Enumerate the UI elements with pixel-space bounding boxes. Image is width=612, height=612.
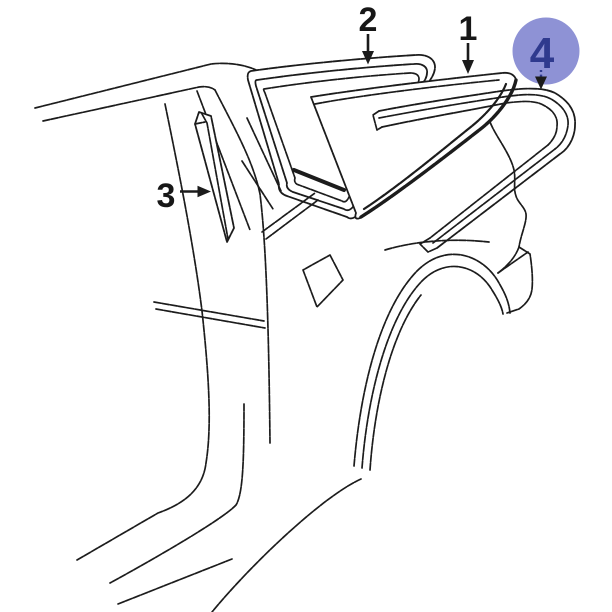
part-3-pillar-trim-drawing[interactable] — [194, 111, 235, 243]
roof-drip-line-upper — [34, 62, 257, 109]
wheel-arch-flange — [369, 294, 422, 471]
trim-ridge-line — [201, 113, 229, 240]
weatherstrip-upper-leg-mid — [378, 96, 504, 119]
callout-3-arrow-right-icon — [180, 185, 211, 198]
glass-top-inner-line — [314, 79, 500, 105]
channel-shadow-band — [292, 168, 346, 192]
door-belt-line-2 — [155, 308, 266, 329]
part-4-weatherstrip-drawing[interactable] — [372, 87, 576, 253]
callout-1-arrow-down-icon — [462, 43, 474, 74]
glass-rear-edge — [359, 78, 518, 219]
rocker-line — [117, 558, 233, 605]
callout-4-arrow-down-icon — [535, 70, 547, 90]
callout-4-selected[interactable]: 4 — [512, 17, 580, 90]
roof-drip-line-lower — [42, 85, 216, 122]
weatherstrip-lower-leg-inner — [429, 144, 549, 239]
quarter-bottom-edge — [211, 478, 362, 612]
weatherstrip-upper-leg-top — [378, 90, 502, 112]
wheel-arch-inner — [361, 265, 504, 469]
weatherstrip-upper-leg-bottom — [381, 102, 507, 128]
weatherstrip-hook-channel — [505, 100, 558, 146]
fuel-door-outline — [302, 254, 344, 308]
door-belt-line-1 — [153, 301, 265, 322]
callout-1[interactable]: 1 — [459, 10, 478, 74]
callout-2-arrow-down-icon — [362, 34, 374, 65]
quarter-belt-line-1 — [261, 192, 316, 233]
pillar-mid-line — [109, 403, 245, 584]
car-body-line-art — [34, 62, 534, 612]
weatherstrip-lower-leg-outer — [436, 153, 561, 249]
callout-4-label: 4 — [530, 29, 555, 78]
callout-3-label: 3 — [157, 177, 176, 215]
pillar-rear-edge — [214, 89, 271, 444]
sail-corner-left-edge — [497, 246, 520, 274]
weatherstrip-lower-leg-mid — [432, 148, 556, 244]
glass-outline — [310, 71, 517, 220]
callout-1-label: 1 — [459, 10, 478, 48]
glass-rear-edge-inner — [362, 82, 508, 211]
weatherstrip-hook-outer — [500, 87, 576, 155]
selected-callout-highlight[interactable] — [512, 17, 580, 85]
sail-corner-right-edge — [506, 246, 534, 314]
callout-2-label: 2 — [359, 1, 378, 39]
weatherstrip-tip-cap — [419, 237, 438, 253]
pillar-front-edge — [76, 103, 211, 561]
weatherstrip-front-end-cap — [372, 110, 383, 131]
sail-panel-rear-line — [489, 121, 527, 248]
part-1-glass-drawing[interactable] — [292, 71, 518, 220]
opening-front-edge-1 — [246, 117, 282, 192]
trim-outline — [194, 111, 235, 243]
quarter-belt-line-2 — [265, 199, 319, 240]
trim-top-cap-line — [194, 121, 206, 125]
callout-2[interactable]: 2 — [359, 1, 378, 65]
opening-front-edge-2 — [241, 160, 274, 210]
weatherstrip-hook-inner — [502, 93, 569, 150]
callout-3[interactable]: 3 — [157, 177, 211, 215]
wheel-arch-outer — [353, 253, 511, 467]
